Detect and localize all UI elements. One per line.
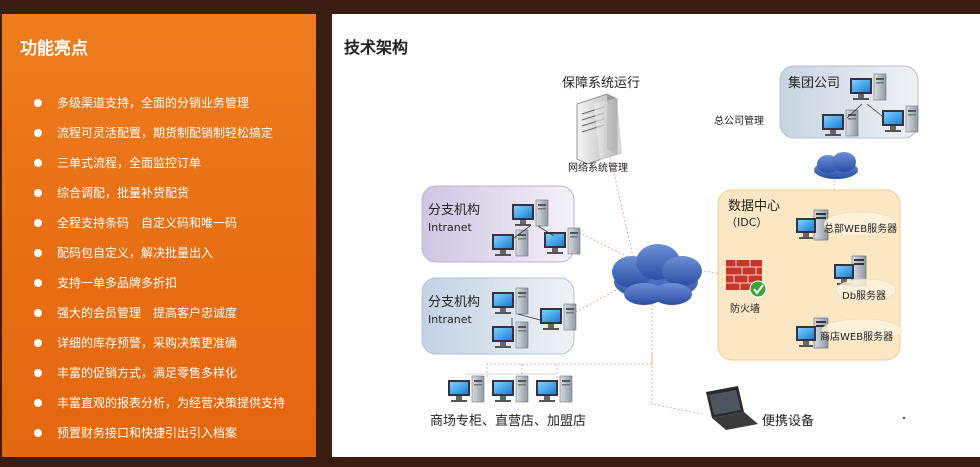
hq-management-label: 总公司管理 [714,114,764,127]
feature-item: 综合调配，批量补货配货 [30,182,285,212]
datacenter-title: 数据中心 [728,199,780,214]
branch-2-subtitle: Intranet [428,313,473,326]
shop-web-server-label: 商店WEB服务器 [820,330,893,343]
bullet-icon [34,309,42,317]
feature-text: 综合调配，批量补货配货 [57,186,190,200]
server-title: 保障系统运行 [562,76,640,91]
feature-text: 强大的会员管理 提高客户忠诚度 [57,306,238,320]
mobile-label: 便携设备 [762,413,814,429]
feature-item: 配码包自定义，解决批量出入 [30,242,285,272]
bullet-icon [34,429,42,437]
group-cloud-icon [814,152,858,179]
feature-item: 多级渠道支持，全面的分销业务管理 [30,92,285,122]
store-computers [447,373,573,403]
feature-item: 详细的库存预警，采购决策更准确 [30,332,285,362]
dot-marker [902,416,906,420]
feature-text: 预置财务接口和快捷引出引入档案 [57,426,238,440]
branch-1-subtitle: Intranet [428,221,473,234]
internet-cloud-icon [612,244,702,305]
bullet-icon [34,189,42,197]
network-server-icon [576,93,622,165]
features-list: 多级渠道支持，全面的分销业务管理流程可灵活配置，期货制配销制轻松搞定三单式流程，… [30,92,285,452]
feature-text: 详细的库存预警，采购决策更准确 [57,336,238,350]
bullet-icon [34,279,42,287]
stores-label: 商场专柜、直营店、加盟店 [430,414,586,429]
feature-item: 流程可灵活配置，期货制配销制轻松搞定 [30,122,285,152]
architecture-diagram: 保障系统运行 网络系统管理 集团公司 总公司管理 [421,65,919,430]
bullet-icon [34,399,42,407]
feature-text: 支持一单多品牌多折扣 [57,276,178,290]
bullet-icon [34,99,42,107]
architecture-panel: 技术架构 [332,14,980,457]
bullet-icon [34,339,42,347]
features-title: 功能亮点 [20,39,88,59]
firewall-icon [726,260,767,298]
feature-item: 强大的会员管理 提高客户忠诚度 [30,302,285,332]
branch-2-box [421,277,577,355]
group-company-box [779,65,919,139]
server-caption: 网络系统管理 [568,161,628,174]
feature-text: 流程可灵活配置，期货制配销制轻松搞定 [57,126,274,140]
feature-text: 多级渠道支持，全面的分销业务管理 [57,96,250,110]
feature-item: 预置财务接口和快捷引出引入档案 [30,422,285,452]
architecture-title: 技术架构 [344,38,409,57]
feature-text: 配码包自定义，解决批量出入 [57,246,214,260]
feature-text: 全程支持条码 自定义码和唯一码 [57,216,238,230]
firewall-label: 防火墙 [730,302,760,315]
branch-1-box [421,185,581,263]
bullet-icon [34,369,42,377]
datacenter-subtitle: （IDC） [726,216,767,229]
bullet-icon [34,219,42,227]
feature-text: 三单式流程，全面监控订单 [57,156,202,170]
hq-web-server-label: 总部WEB服务器 [824,222,897,235]
group-company-title: 集团公司 [788,75,840,91]
db-server-label: Db服务器 [842,289,886,302]
bullet-icon [34,129,42,137]
feature-item: 全程支持条码 自定义码和唯一码 [30,212,285,242]
bullet-icon [34,159,42,167]
feature-item: 三单式流程，全面监控订单 [30,152,285,182]
feature-text: 丰富直观的报表分析，为经营决策提供支持 [57,396,286,410]
feature-item: 丰富的促销方式，满足零售多样化 [30,362,285,392]
features-panel: 功能亮点 多级渠道支持，全面的分销业务管理流程可灵活配置，期货制配销制轻松搞定三… [2,14,316,457]
datacenter-box [717,189,903,361]
laptop-icon [706,386,758,430]
bullet-icon [34,249,42,257]
branch-2-title: 分支机构 [428,295,480,310]
feature-item: 丰富直观的报表分析，为经营决策提供支持 [30,392,285,422]
branch-1-title: 分支机构 [428,203,480,218]
feature-item: 支持一单多品牌多折扣 [30,272,285,302]
feature-text: 丰富的促销方式，满足零售多样化 [57,366,238,380]
